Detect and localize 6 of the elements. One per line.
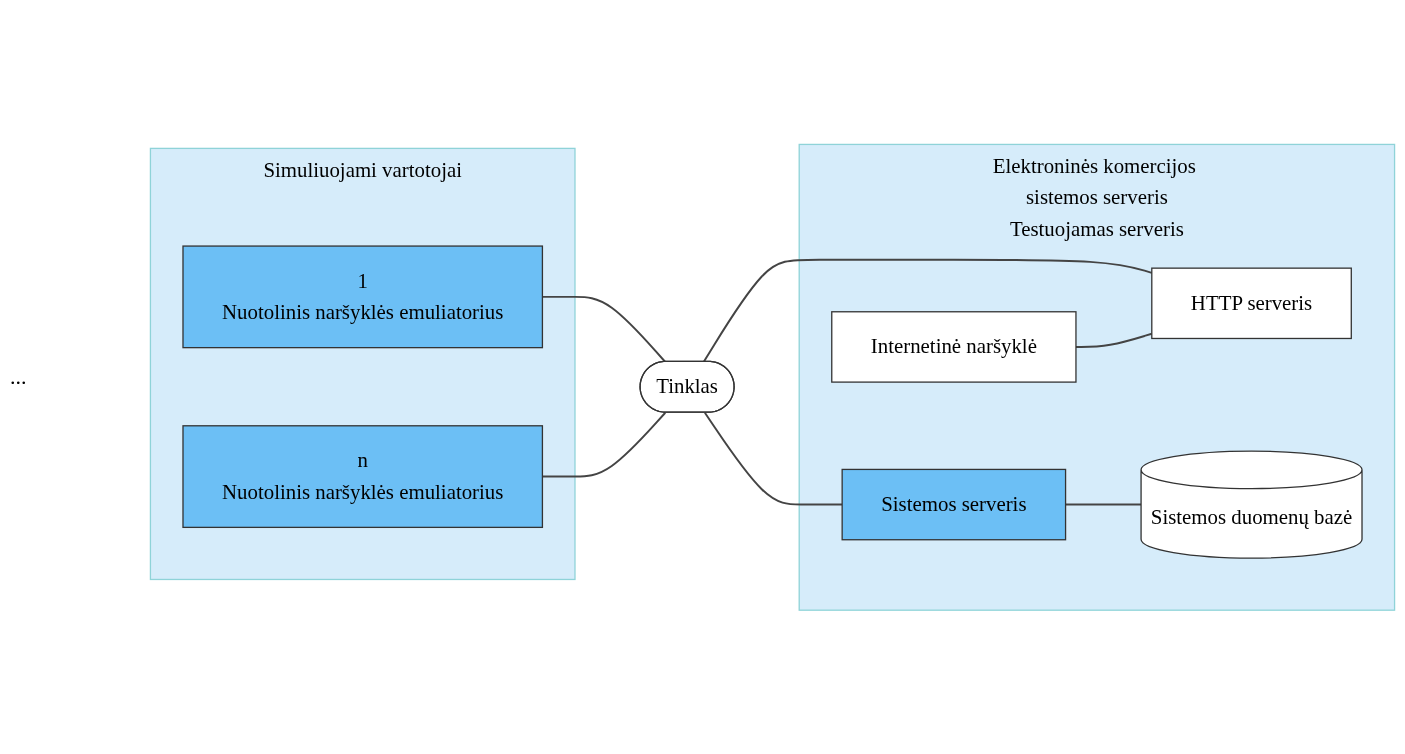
node-box: Sistemos serveris [841, 468, 1067, 541]
node-box: 1 Nuotolinis naršyklės emuliatorius [182, 245, 544, 348]
node-box: Internetinė naršyklė [831, 310, 1077, 383]
node-box: HTTP serveris [1151, 267, 1352, 339]
ellipsis-label: ... [10, 364, 28, 390]
node-box: n Nuotolinis naršyklės emuliatorius [182, 424, 544, 528]
